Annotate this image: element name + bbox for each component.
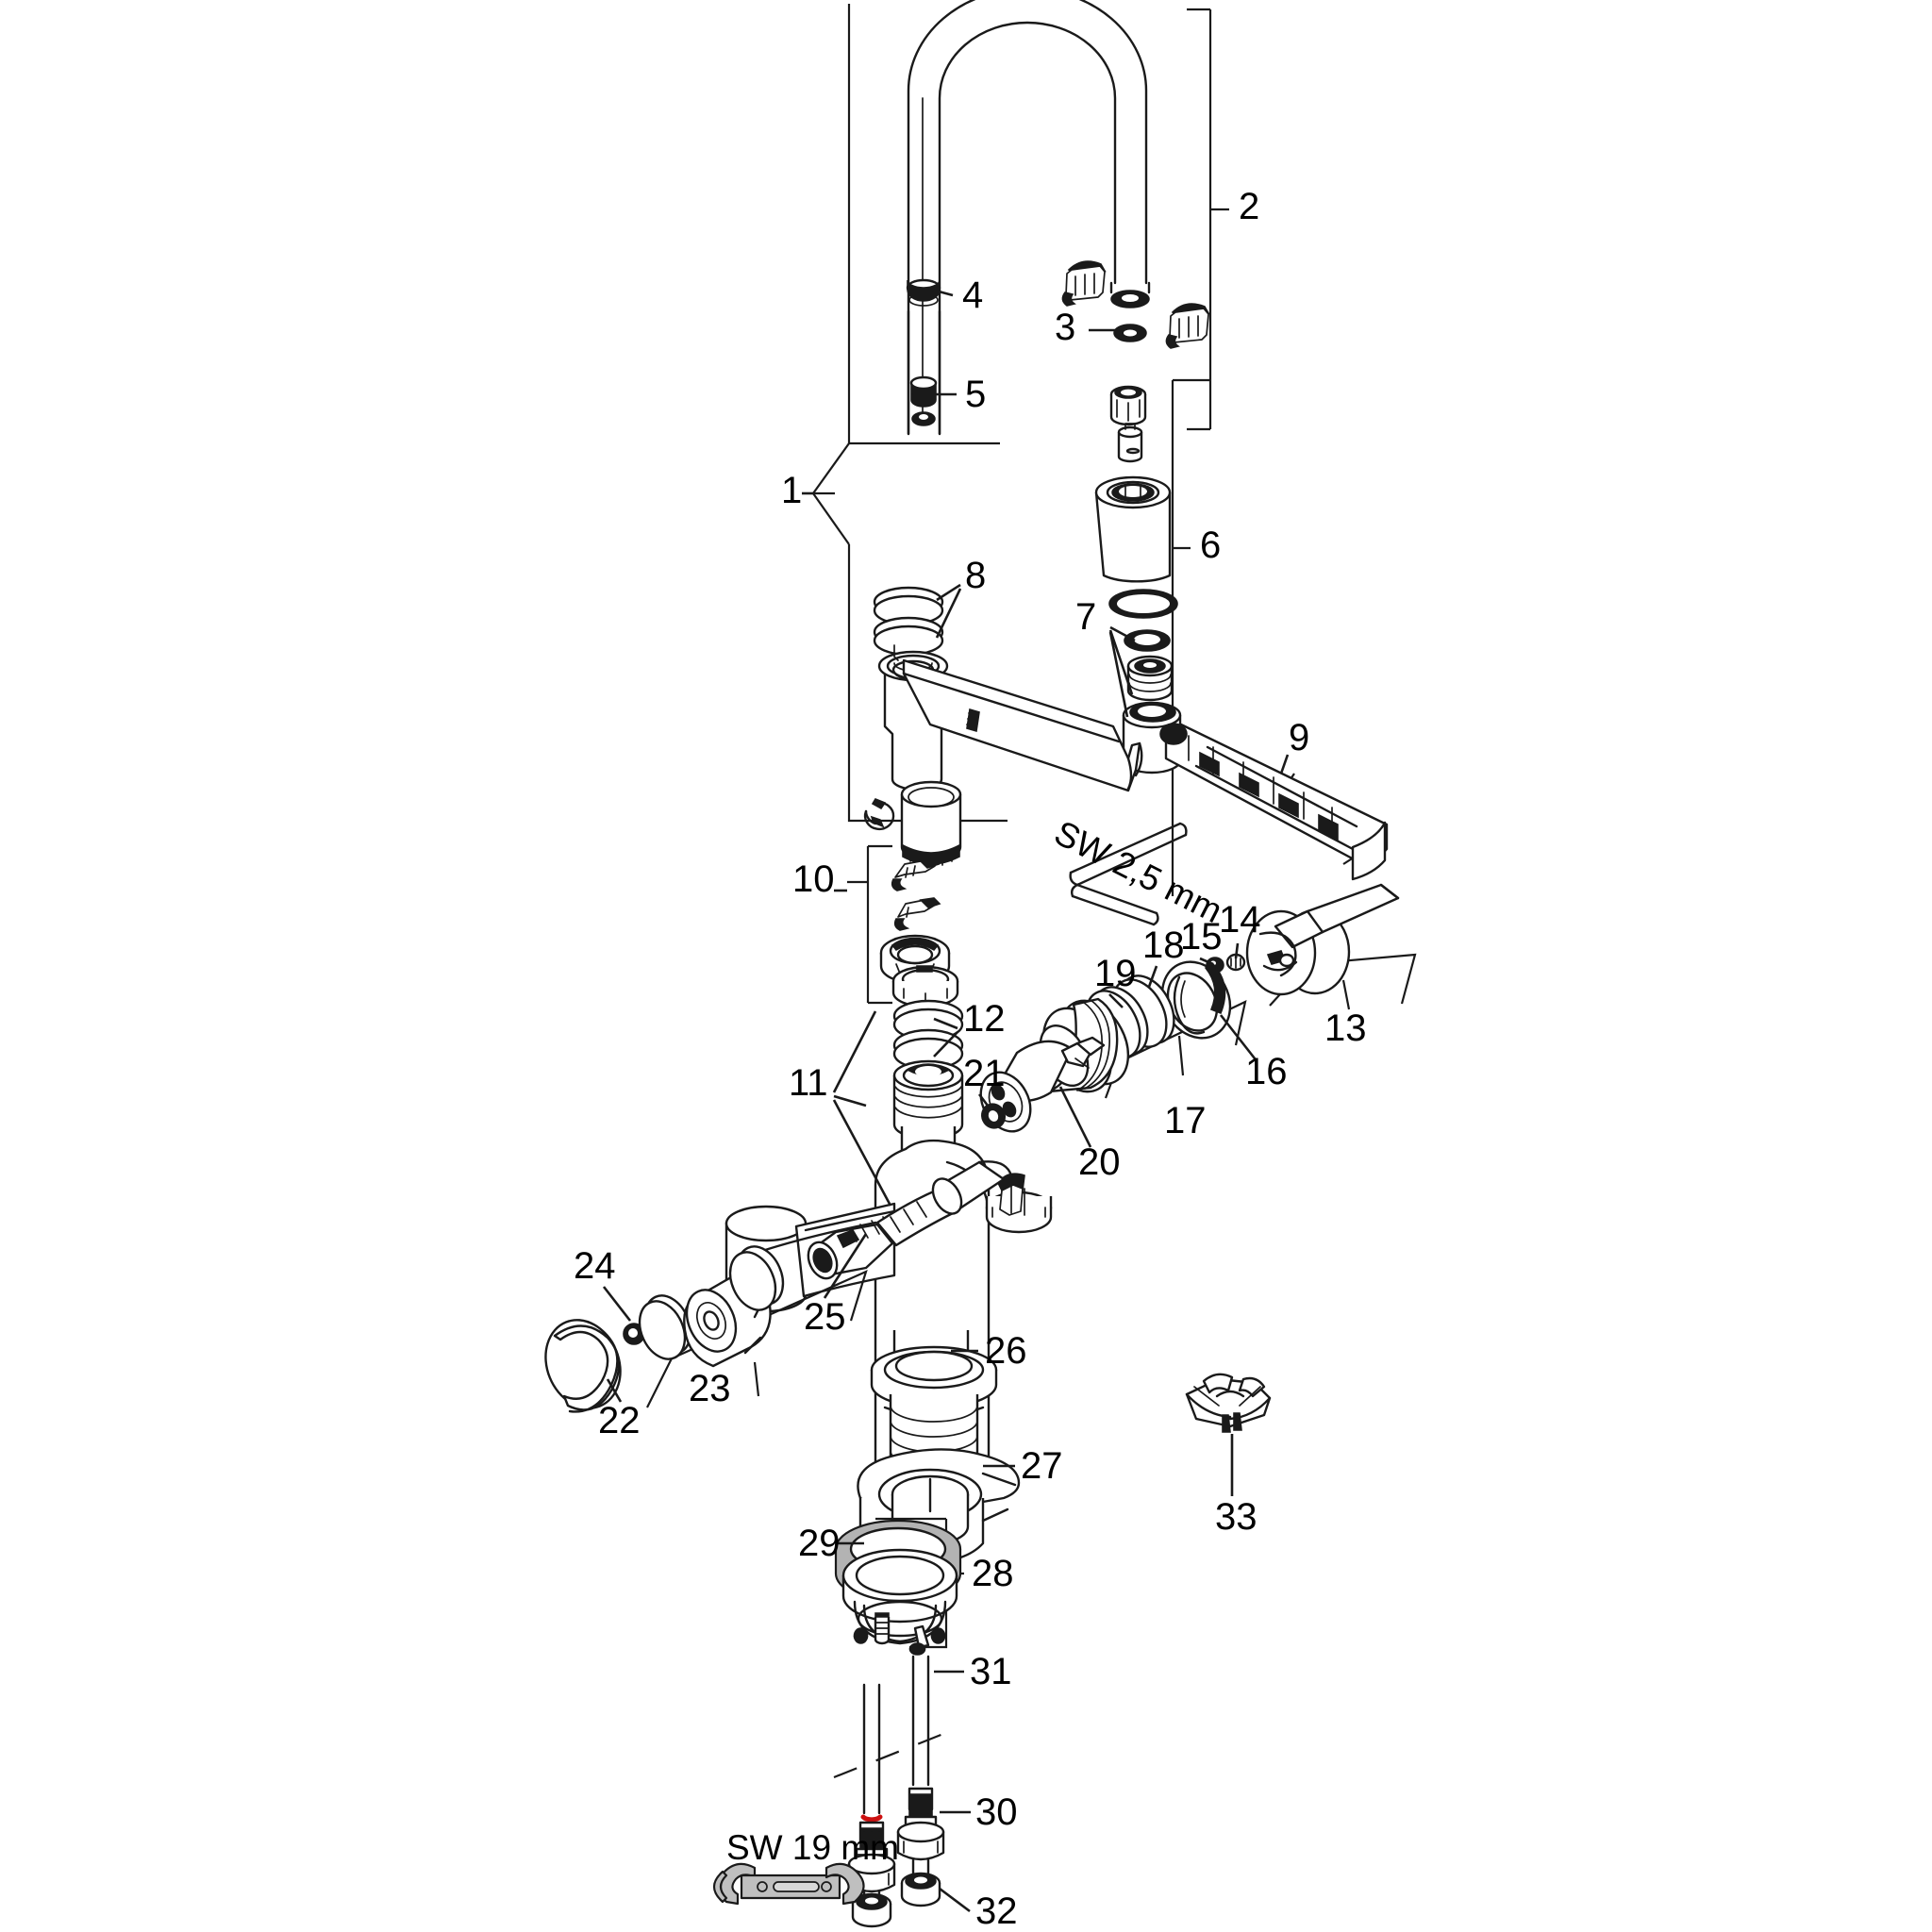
leader-lines	[602, 287, 1290, 1913]
hose-clip-part33	[1185, 1373, 1272, 1433]
supply-hoses-part30	[833, 1655, 954, 1928]
callout-19: 19	[1094, 953, 1137, 994]
handle-cap-part16	[1160, 960, 1232, 1040]
callout-17: 17	[1164, 1100, 1207, 1141]
clip-seat-kit-part10	[879, 858, 951, 985]
clip-b	[893, 897, 941, 931]
spout-set-screw	[966, 708, 980, 733]
callout-28: 28	[972, 1553, 1014, 1594]
cartridge-retainer	[985, 1173, 1053, 1234]
oring-part3	[1113, 324, 1147, 342]
callout-14: 14	[1219, 899, 1261, 941]
lever-handle-part13	[1245, 883, 1400, 996]
handle-assembly-group	[979, 883, 1417, 1133]
callout-4: 4	[962, 275, 984, 316]
cartridge-part20	[979, 1036, 1106, 1133]
c-clip-lower	[863, 798, 895, 831]
oring-set-part12	[892, 999, 964, 1071]
open-end-wrench-icon	[712, 1862, 865, 1906]
callout-6: 6	[1200, 525, 1222, 566]
callout-2: 2	[1239, 186, 1260, 227]
spout-outlet-screen-part5	[909, 375, 938, 426]
callout-26: 26	[985, 1330, 1027, 1372]
washer-left	[851, 1892, 892, 1928]
magnetic-dock-rail-part9	[1159, 723, 1389, 881]
callout-10: 10	[792, 858, 835, 900]
knurled-collar	[900, 780, 962, 868]
hose-collar-part4	[906, 278, 941, 307]
oring-part24	[638, 1294, 692, 1360]
callout-22: 22	[598, 1400, 641, 1441]
spray-connector-seal-kit-part7	[1122, 629, 1182, 774]
callout-31: 31	[970, 1651, 1012, 1692]
cap-part22	[544, 1319, 622, 1413]
spout-arm	[873, 586, 1143, 792]
clip-a	[891, 858, 941, 891]
callout-25: 25	[804, 1296, 846, 1338]
callout-9: 9	[1289, 717, 1310, 758]
callout-11: 11	[789, 1062, 828, 1104]
bracket-group-2	[1187, 8, 1229, 431]
callout-33: 33	[1215, 1496, 1257, 1538]
washer-right	[900, 1872, 941, 1907]
base-screw	[874, 1612, 891, 1645]
callout-3: 3	[1055, 307, 1076, 348]
base-gasket-assembly-part28	[834, 1517, 964, 1656]
callout-18: 18	[1142, 924, 1185, 966]
flexible-connector-part25	[807, 1160, 1013, 1280]
tool-label-sw19: SW 19 mm	[726, 1828, 899, 1867]
set-screw-part14	[1225, 953, 1246, 972]
bracket-group-10	[847, 844, 892, 1005]
callout-13: 13	[1324, 1008, 1367, 1049]
callout-23: 23	[689, 1368, 731, 1409]
check-valve-group	[544, 1160, 1013, 1413]
callout-29: 29	[798, 1523, 841, 1564]
callout-32: 32	[975, 1890, 1018, 1932]
bracket-group-6	[1171, 378, 1210, 896]
callout-5: 5	[965, 374, 987, 415]
oring-valve	[728, 1245, 785, 1311]
gooseneck-spray-hose	[907, 0, 1148, 436]
callout-7: 7	[1075, 596, 1097, 638]
hose-fitting-left	[847, 1814, 896, 1893]
callout-8: 8	[965, 555, 987, 596]
callout-16: 16	[1245, 1051, 1288, 1092]
spray-handle-sleeve-part6	[1094, 385, 1178, 619]
callout-30: 30	[975, 1791, 1018, 1833]
spring-cage	[853, 1600, 947, 1645]
callout-12: 12	[963, 998, 1006, 1040]
hose-lower-tube	[907, 309, 941, 436]
hex-key-icon	[1069, 822, 1188, 926]
callout-24: 24	[574, 1245, 616, 1287]
callout-21: 21	[963, 1053, 1006, 1094]
hose-end-seal	[1109, 281, 1151, 308]
callout-27: 27	[1021, 1445, 1063, 1487]
oring-pair-part8	[873, 586, 944, 657]
callout-1: 1	[781, 470, 803, 511]
hose-clip-upper	[1061, 260, 1107, 307]
callout-15: 15	[1180, 916, 1223, 958]
callout-20: 20	[1078, 1141, 1121, 1183]
hose-fitting-right	[896, 1787, 945, 1861]
snap-ring-part11	[891, 965, 959, 1008]
hose-clip-lower	[1165, 303, 1210, 349]
